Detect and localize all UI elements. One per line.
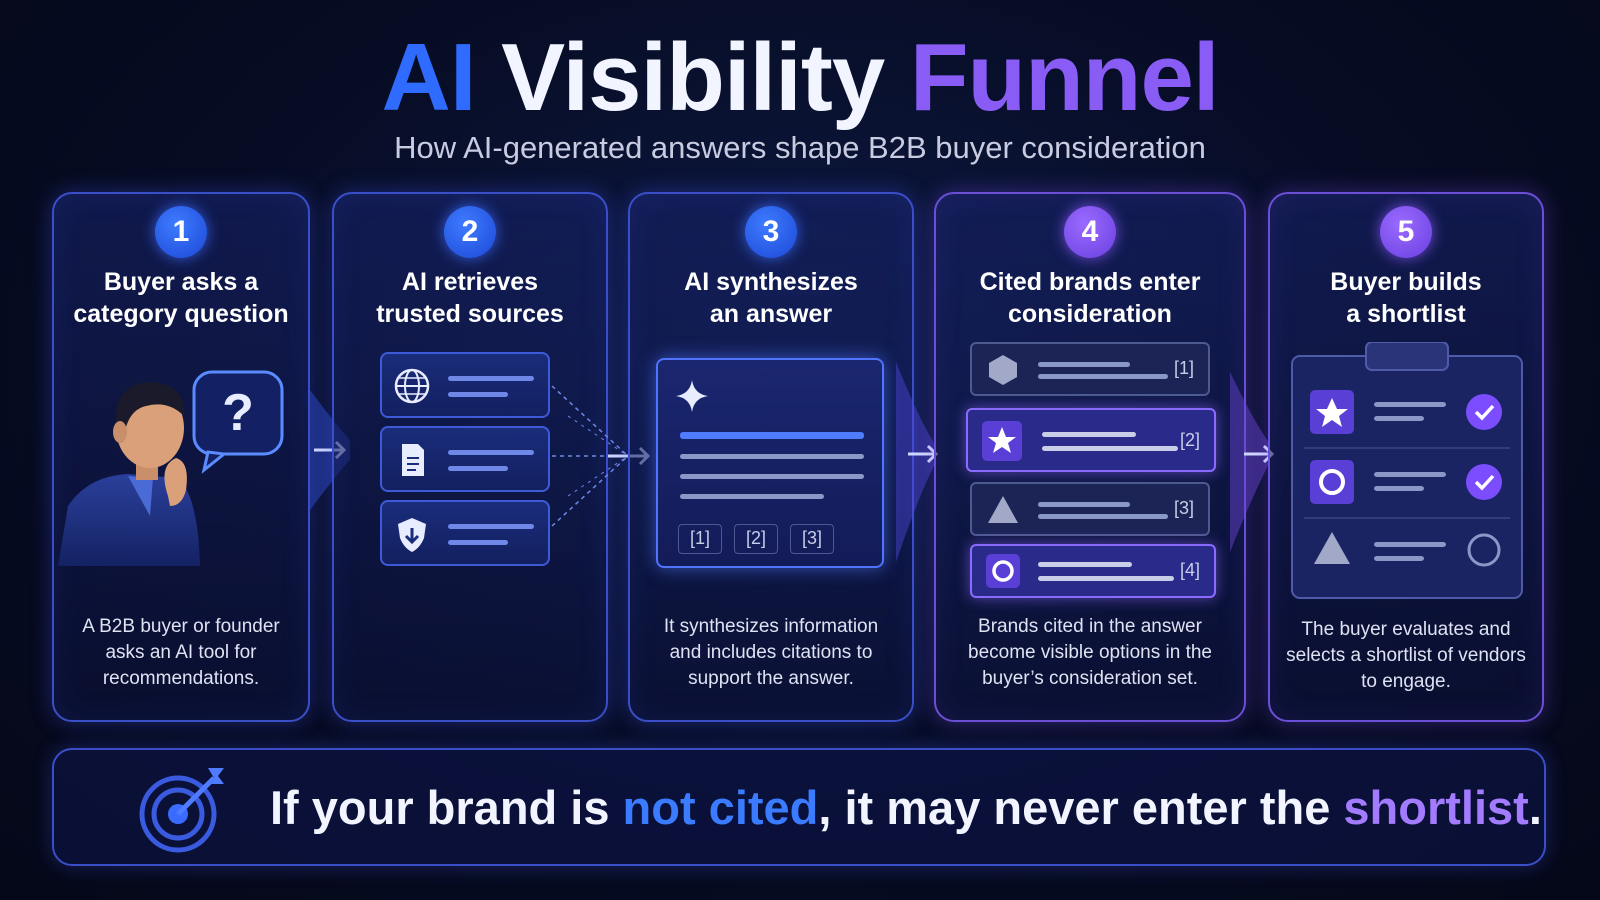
step-number-3: 3	[745, 206, 797, 258]
bottom-message: If your brand is not cited, it may never…	[270, 780, 1542, 835]
sparkle-icon	[676, 380, 708, 412]
brand-row-4: [4]	[970, 544, 1216, 598]
bar	[1038, 362, 1130, 367]
step-title-2-line1: AI retrieves	[401, 268, 539, 296]
bar	[680, 432, 864, 439]
step-title-4-line2: consideration	[1008, 300, 1172, 328]
source-trusted	[380, 500, 550, 566]
step-title-4-line1: Cited brands enter	[979, 268, 1201, 296]
brand-citation-1: [1]	[1173, 358, 1194, 378]
step-desc-4: Brands cited in the answer become visibl…	[968, 616, 1212, 689]
brand-row-1: [1]	[970, 342, 1210, 396]
bar	[680, 474, 864, 479]
citation-2: [2]	[734, 524, 778, 554]
title-ai: AI	[381, 24, 476, 131]
source-document	[380, 426, 550, 492]
step-card-3: 3 AI synthesizes an answer [1] [2] [3] I…	[628, 192, 914, 722]
person-thinking-question-icon: ?	[58, 370, 284, 566]
step-card-4: 4 Cited brands enter consideration [1] […	[934, 192, 1246, 722]
brand-row-2: [2]	[966, 408, 1216, 472]
bottom-part-2: , it may never enter the	[818, 781, 1344, 834]
bar	[680, 454, 864, 459]
page-subtitle: How AI-generated answers shape B2B buyer…	[394, 130, 1206, 165]
bar	[1038, 502, 1130, 507]
bar	[680, 494, 824, 499]
brand-citation-4: [4]	[1179, 560, 1200, 580]
step-title-1-line1: Buyer asks a	[103, 268, 259, 296]
step-title-2: AI retrieves trusted sources	[344, 266, 596, 330]
step-title-4: Cited brands enter consideration	[946, 266, 1234, 330]
star-icon	[982, 421, 1022, 461]
citation-3: [3]	[790, 524, 834, 554]
step-title-3-line2: an answer	[709, 300, 833, 328]
brand-row-3: [3]	[970, 482, 1210, 536]
bar	[448, 450, 534, 455]
step-card-2: 2 AI retrieves trusted sources	[332, 192, 608, 722]
step-card-5: 5 Buyer builds a shortlist The buyer eva…	[1268, 192, 1544, 722]
step-number-2: 2	[444, 206, 496, 258]
bottom-part-3: .	[1528, 781, 1542, 834]
step-desc-5: The buyer evaluates and selects a shortl…	[1286, 619, 1526, 692]
title-funnel: Funnel	[909, 24, 1220, 131]
source-web	[380, 352, 550, 418]
step-card-1: 1 Buyer asks a category question ? A B2B…	[52, 192, 310, 722]
bar	[1042, 446, 1178, 451]
step-desc-3: It synthesizes information and includes …	[663, 616, 879, 689]
step-title-1-line2: category question	[73, 300, 289, 328]
triangle-icon	[988, 496, 1018, 523]
answer-panel: [1] [2] [3]	[656, 358, 884, 568]
title-visibility: Visibility	[501, 24, 885, 131]
bar	[448, 540, 508, 545]
bottom-highlight-not-cited: not cited	[622, 781, 819, 834]
bar	[1038, 576, 1174, 581]
bottom-highlight-shortlist: shortlist	[1343, 781, 1529, 834]
step-title-1: Buyer asks a category question	[64, 266, 298, 330]
step-title-5-line2: a shortlist	[1346, 300, 1466, 328]
bar	[1038, 562, 1132, 567]
bottom-part-1: If your brand is	[270, 781, 623, 834]
bar	[1038, 514, 1168, 519]
step-number-1: 1	[155, 206, 207, 258]
bar	[448, 392, 508, 397]
brand-citation-3: [3]	[1173, 498, 1194, 518]
target-icon	[139, 768, 224, 853]
bar	[1038, 374, 1168, 379]
clipboard-icon	[1291, 342, 1523, 599]
svg-text:?: ?	[222, 384, 254, 442]
bar	[448, 376, 534, 381]
citation-1: [1]	[678, 524, 722, 554]
document-icon	[402, 444, 424, 476]
globe-icon	[394, 368, 430, 404]
step-title-5-line1: Buyer builds	[1330, 268, 1482, 296]
step-title-3: AI synthesizes an answer	[640, 266, 902, 330]
step-number-5: 5	[1380, 206, 1432, 258]
bar	[1042, 432, 1136, 437]
circle-icon	[986, 554, 1020, 588]
bar	[448, 524, 534, 529]
page-title: AI Visibility Funnel	[0, 28, 1600, 128]
step-title-2-line2: trusted sources	[376, 300, 564, 328]
shield-icon	[398, 518, 426, 552]
brand-citation-2: [2]	[1179, 430, 1200, 450]
bottom-banner: If your brand is not cited, it may never…	[52, 748, 1546, 866]
step-number-4: 4	[1064, 206, 1116, 258]
hexagon-icon	[989, 355, 1017, 385]
step-desc-1: A B2B buyer or founder asks an AI tool f…	[82, 616, 280, 689]
step-title-5: Buyer builds a shortlist	[1280, 266, 1532, 330]
step-title-3-line1: AI synthesizes	[684, 268, 858, 296]
bar	[448, 466, 508, 471]
